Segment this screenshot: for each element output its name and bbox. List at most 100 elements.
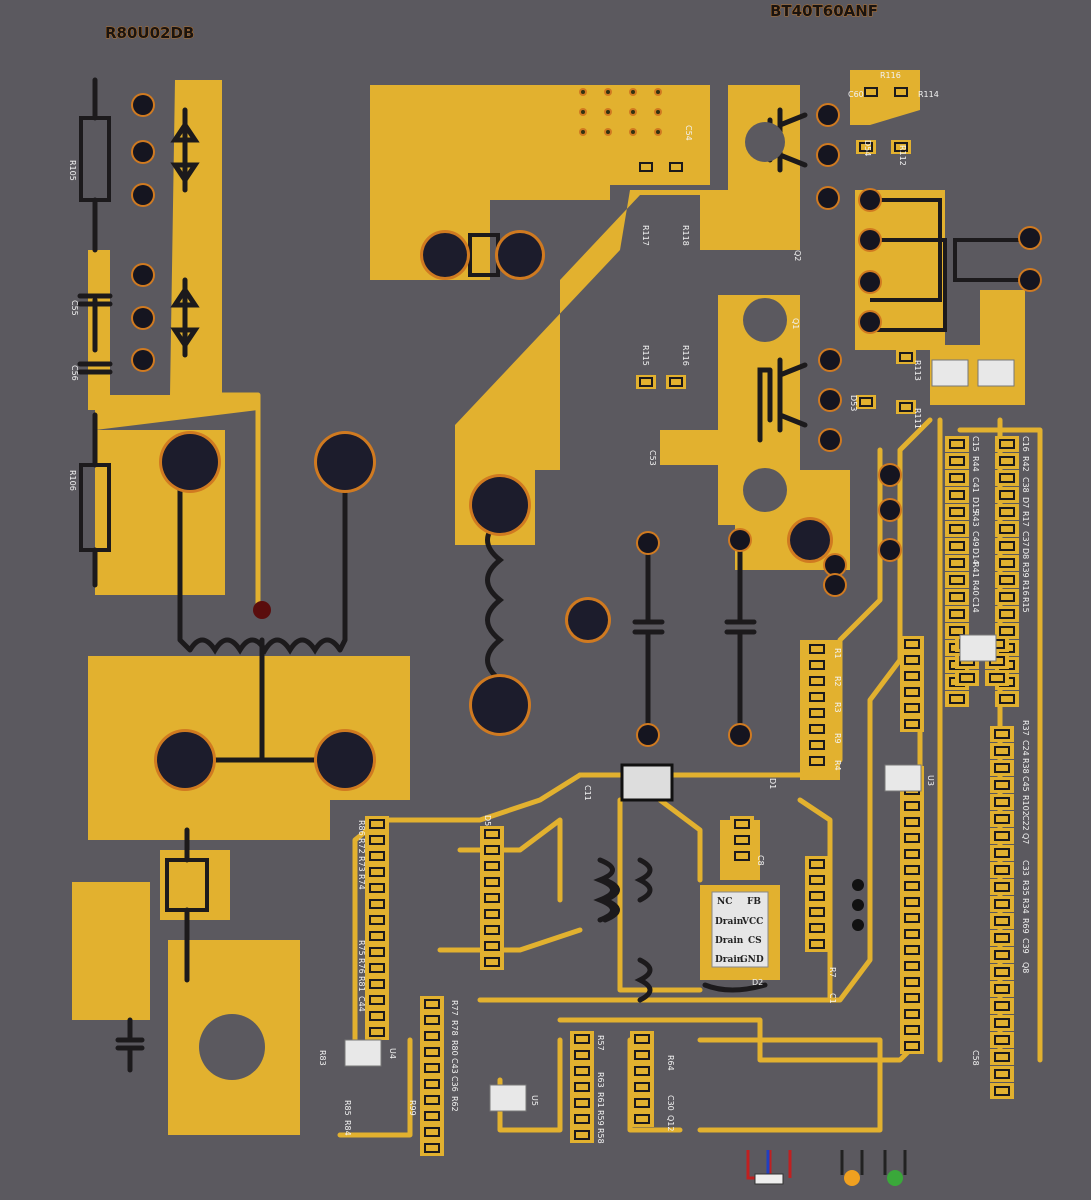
pad-hole xyxy=(133,185,153,205)
component-label-d2: D2 xyxy=(752,978,763,987)
smd-resistor xyxy=(856,395,876,409)
smd-resistor xyxy=(365,928,389,944)
smd-resistor xyxy=(365,864,389,880)
smd-resistor xyxy=(995,521,1019,537)
smd-resistor xyxy=(420,1092,444,1108)
component-label-r116b: R116 xyxy=(681,345,690,366)
component-label-q1: Q1 xyxy=(791,318,800,329)
component-label-c58: C58 xyxy=(971,1050,980,1066)
smd-components xyxy=(344,85,1019,1156)
through-hole xyxy=(790,520,830,560)
pad-hole xyxy=(860,230,880,250)
component-label-r114: R114 xyxy=(918,90,939,99)
svg-text:Drain: Drain xyxy=(715,917,744,927)
smd-resistor xyxy=(990,896,1014,912)
smd-resistor xyxy=(420,1028,444,1044)
smd-resistor xyxy=(805,641,829,657)
connector-icon[interactable] xyxy=(746,1150,792,1185)
through-hole xyxy=(162,434,218,490)
component-label-r37: R37 xyxy=(1021,720,1030,736)
component-label-q8: Q8 xyxy=(1021,962,1030,973)
smd-resistor xyxy=(955,670,979,686)
svg-text:FB: FB xyxy=(747,897,761,907)
smd-resistor xyxy=(990,930,1014,946)
component-label-r73: R73 xyxy=(357,856,366,872)
smd-resistor xyxy=(990,981,1014,997)
smd-resistor xyxy=(900,862,924,878)
component-label-r1: R1 xyxy=(833,648,842,659)
component-label-r7: R7 xyxy=(828,967,837,978)
smd-resistor xyxy=(995,691,1019,707)
component-label-u4: U4 xyxy=(388,1048,397,1059)
pad-hole xyxy=(880,540,900,560)
smd-resistor xyxy=(900,716,924,732)
pad-hole xyxy=(860,312,880,332)
svg-text:GND: GND xyxy=(740,955,764,965)
svg-text:Drain: Drain xyxy=(715,955,744,965)
component-label-c22: C22 xyxy=(1021,815,1030,831)
smd-resistor xyxy=(900,1038,924,1054)
component-label-r115: R115 xyxy=(641,345,650,366)
smd-resistor xyxy=(891,140,911,154)
smd-resistor xyxy=(480,842,504,858)
pad-hole xyxy=(730,530,750,550)
smd-resistor xyxy=(945,555,969,571)
smd-resistor xyxy=(995,436,1019,452)
pads xyxy=(131,88,1042,931)
smd-resistor xyxy=(365,992,389,1008)
smd-resistor xyxy=(480,938,504,954)
smd-resistor xyxy=(570,1031,594,1047)
smd-resistor xyxy=(900,958,924,974)
through-hole xyxy=(568,600,608,640)
component-label-c41: C41 xyxy=(971,477,980,493)
through-hole xyxy=(498,233,542,277)
component-label-c33: C33 xyxy=(1021,860,1030,876)
smd-resistor xyxy=(420,1012,444,1028)
component-label-r113a: R113 xyxy=(913,360,922,381)
smd-resistor xyxy=(420,1076,444,1092)
component-label-d14: D14 xyxy=(971,548,980,564)
smd-resistor xyxy=(990,794,1014,810)
pad-hole xyxy=(825,575,845,595)
smd-resistor xyxy=(990,862,1014,878)
component-label-c36: C36 xyxy=(450,1076,459,1092)
smd-resistor xyxy=(420,1060,444,1076)
component-label-c11: C11 xyxy=(583,785,592,801)
smd-ic xyxy=(977,359,1015,387)
pad-hole xyxy=(825,555,845,575)
component-label-c16: C16 xyxy=(1021,436,1030,452)
smd-resistor xyxy=(480,954,504,970)
component-label-r76: R76 xyxy=(357,958,366,974)
component-label-c8: C8 xyxy=(756,855,765,866)
component-label-q2: Q2 xyxy=(793,250,802,261)
pad-hole xyxy=(133,350,153,370)
component-label-r59: R59 xyxy=(596,1110,605,1126)
smd-resistor xyxy=(805,721,829,737)
component-label-c56: C56 xyxy=(70,365,79,381)
smd-resistor xyxy=(995,589,1019,605)
component-label-d54: D54 xyxy=(863,140,872,156)
svg-text:VCC: VCC xyxy=(741,917,763,927)
pad-hole xyxy=(880,500,900,520)
smd-resistor xyxy=(900,668,924,684)
component-label-r9: R9 xyxy=(833,733,842,744)
component-label-c39: C39 xyxy=(1021,938,1030,954)
smd-resistor xyxy=(805,872,829,888)
component-label-r39: R39 xyxy=(1021,562,1030,578)
smd-ic xyxy=(344,1039,382,1067)
smd-resistor xyxy=(420,1140,444,1156)
component-label-r4: R4 xyxy=(833,760,842,771)
component-label-r84: R84 xyxy=(343,1120,352,1136)
smd-resistor xyxy=(630,1079,654,1095)
smd-resistor xyxy=(365,944,389,960)
led-orange-icon xyxy=(840,1150,864,1186)
smd-resistor xyxy=(570,1047,594,1063)
smd-resistor xyxy=(945,589,969,605)
smd-resistor xyxy=(420,996,444,1012)
smd-resistor xyxy=(995,470,1019,486)
smd-resistor xyxy=(365,880,389,896)
pad-hole xyxy=(818,145,838,165)
smd-resistor xyxy=(945,538,969,554)
smd-resistor xyxy=(896,350,916,364)
